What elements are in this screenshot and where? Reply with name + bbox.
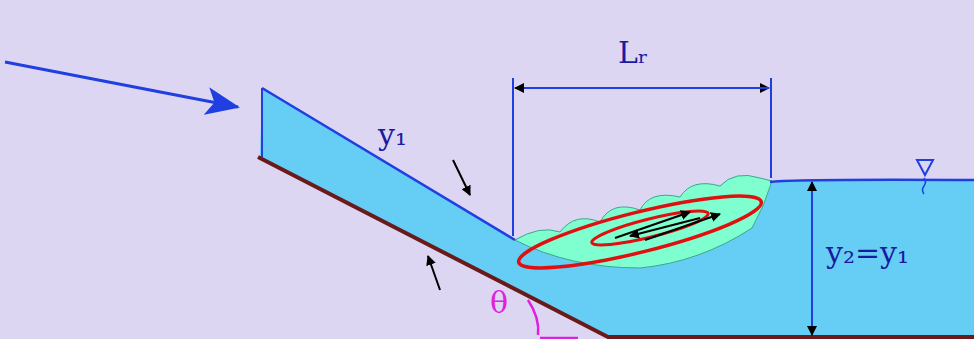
extension-line [512,78,514,236]
dimension-line [515,87,769,89]
flow-arrow [645,214,720,240]
dimension-line [428,256,440,290]
channel-bed [258,157,974,337]
water-surface [262,88,515,240]
angle-label: θ [490,288,508,318]
extension-line [770,78,772,178]
flow-arrow [5,62,238,107]
roller-vortex [590,205,711,251]
dimension-label: y₁ [378,120,407,150]
water-edge [261,88,263,157]
dimension-line [515,87,769,89]
water-level-symbol [923,178,926,194]
angle-arc [528,300,538,335]
angle-base-line [540,337,578,339]
dimension-label: Lᵣ [618,38,648,68]
dimension-line [811,260,813,335]
flow-arrow [615,212,690,238]
dimension-line [453,160,470,195]
water-level-symbol [917,160,933,175]
roller-vortex [514,182,766,281]
dimension-line [811,182,813,260]
dimension-label: y₂=y₁ [826,238,909,268]
water-surface [770,180,974,182]
